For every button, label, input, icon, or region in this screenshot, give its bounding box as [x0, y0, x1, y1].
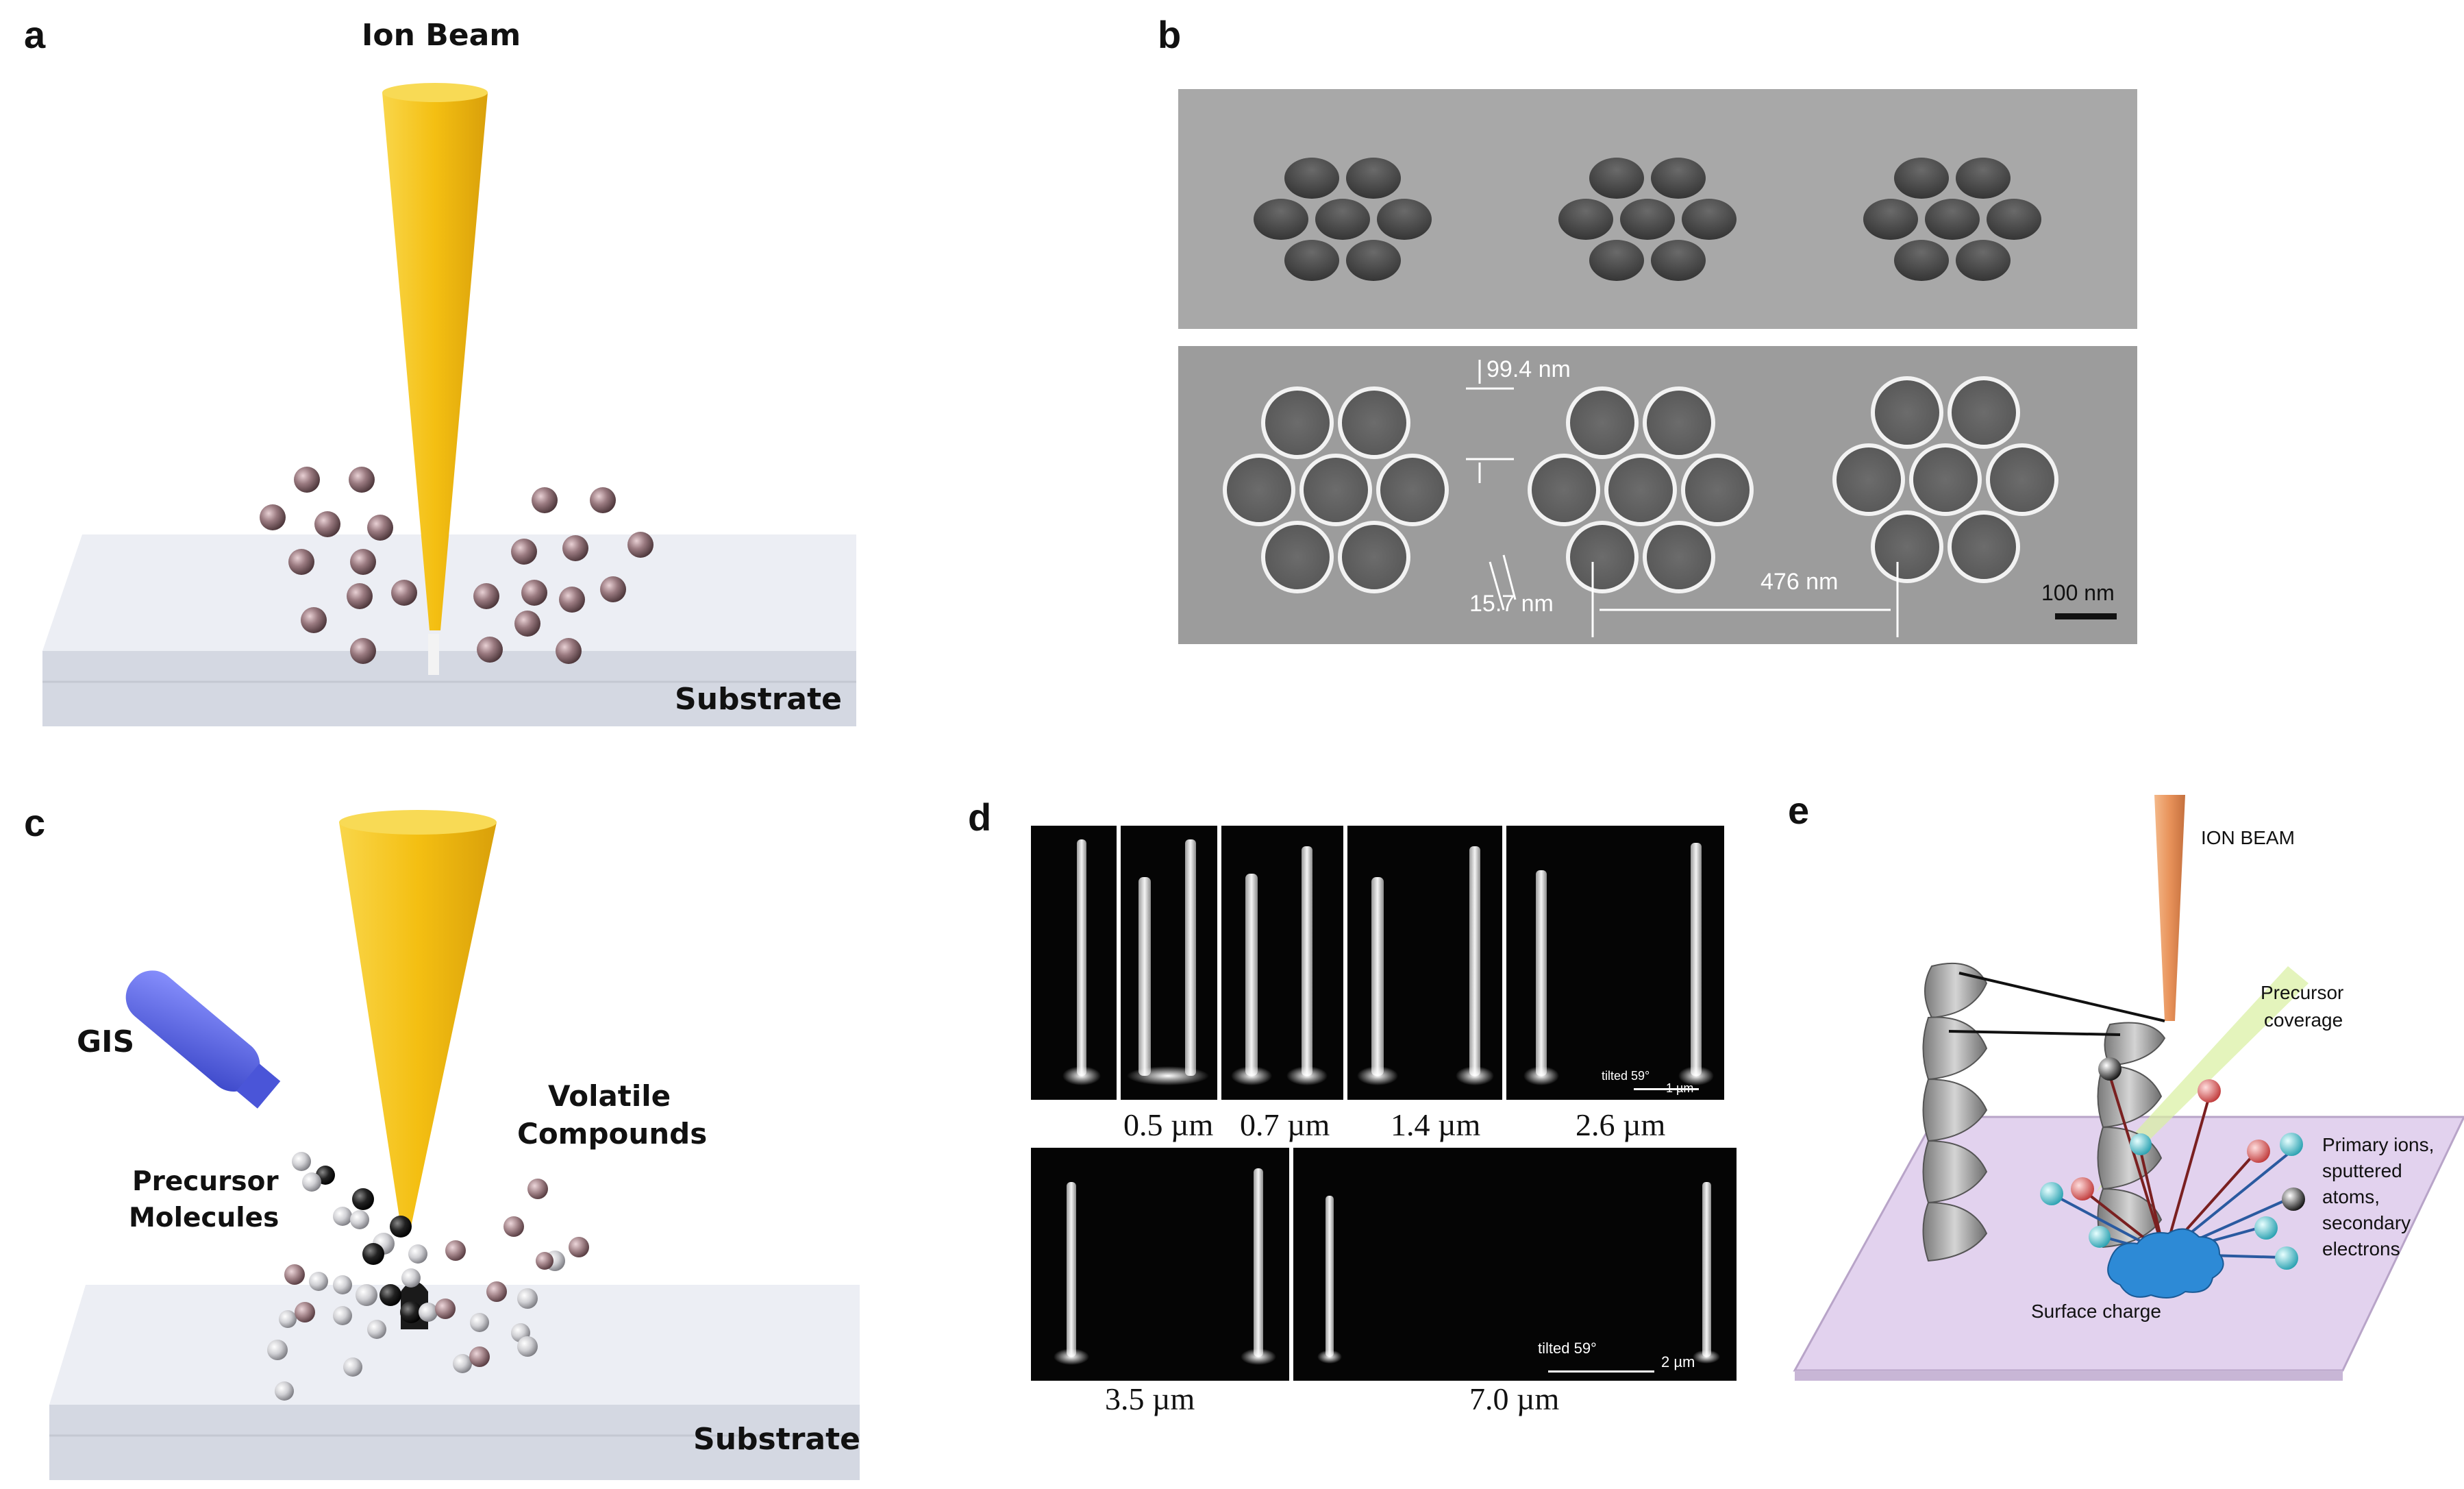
substrate-front-face — [42, 651, 856, 726]
size-label-0.5: 0.5 µm — [1123, 1107, 1214, 1142]
sputtered-particles — [260, 467, 654, 664]
primary-label-5: electrons — [2322, 1238, 2400, 1259]
panel-e-letter: e — [1788, 789, 1810, 832]
sem-nanopore-images — [1178, 89, 2137, 644]
precursor-label-2: Molecules — [129, 1203, 279, 1233]
fibid-mechanism-diagram — [1793, 795, 2464, 1381]
gis-label: GIS — [77, 1024, 135, 1059]
volatile-label-2: Compounds — [517, 1117, 708, 1150]
primary-label-2: sputtered — [2322, 1160, 2402, 1181]
fib-deposition-illustration — [49, 810, 860, 1480]
substrate-top-face — [42, 534, 856, 651]
precursor-label-1: Precursor — [132, 1166, 279, 1197]
ion-beam-label: Ion Beam — [362, 18, 521, 53]
precursor-label-e1: Precursor — [2261, 982, 2344, 1003]
primary-label-3: atoms, — [2322, 1186, 2380, 1207]
helix-left — [1922, 962, 1988, 1262]
scale-label-bottom: 2 µm — [1661, 1353, 1695, 1370]
panel-b-letter: b — [1158, 13, 1182, 56]
panel-d-letter: d — [968, 796, 992, 839]
precursor-molecules — [275, 1152, 530, 1401]
volatile-compounds — [267, 1179, 589, 1367]
panel-a-letter: a — [24, 13, 46, 56]
gis-nozzle — [125, 970, 281, 1109]
substrate-label-c: Substrate — [693, 1422, 860, 1457]
tilt-label-bottom: tilted 59° — [1538, 1340, 1597, 1357]
precursor-label-e2: coverage — [2264, 1009, 2343, 1031]
ion-beam-label-e: ION BEAM — [2201, 827, 2295, 848]
dim-wall-gap: 15.7 nm — [1469, 591, 1554, 617]
ion-beam-cone — [339, 822, 497, 1227]
volatile-label-1: Volatile — [548, 1079, 671, 1113]
ion-beam-e — [2154, 795, 2185, 1021]
dim-pitch: 476 nm — [1760, 569, 1839, 595]
panel-c-letter: c — [24, 801, 46, 844]
size-label-3.5: 3.5 µm — [1105, 1381, 1195, 1416]
surface-charge-label: Surface charge — [2031, 1301, 2161, 1322]
precursor-coverage-cone — [2096, 966, 2309, 1192]
size-label-7.0: 7.0 µm — [1469, 1381, 1560, 1416]
primary-label-1: Primary ions, — [2322, 1134, 2435, 1155]
size-label-0.7: 0.7 µm — [1240, 1107, 1330, 1142]
tilt-label-top: tilted 59° — [1602, 1069, 1650, 1083]
sem-nanopillar-images — [1031, 826, 1737, 1381]
size-label-1.4: 1.4 µm — [1391, 1107, 1481, 1142]
dim-hole-diameter: 99.4 nm — [1486, 356, 1571, 382]
ion-beam-cone — [382, 93, 488, 630]
size-label-2.6: 2.6 µm — [1576, 1107, 1666, 1142]
fib-milling-illustration — [42, 83, 856, 726]
surface-charge-blob — [2107, 1228, 2224, 1299]
scale-label-top: 1 µm — [1666, 1081, 1694, 1095]
substrate-label: Substrate — [675, 682, 842, 717]
primary-label-4: secondary — [2322, 1212, 2411, 1233]
scalebar-label: 100 nm — [2041, 580, 2115, 605]
